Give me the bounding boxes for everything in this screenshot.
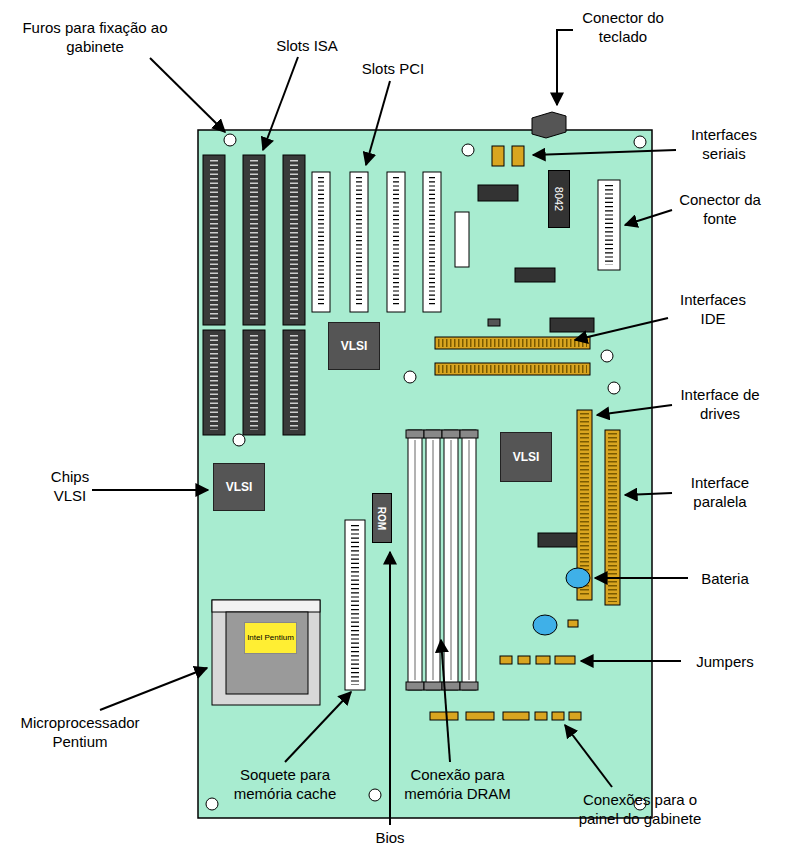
callout-label-box: Furos para fixação ao gabinete bbox=[20, 18, 170, 56]
callout-label: Conexão para memória DRAM bbox=[404, 766, 511, 802]
callout-label: Furos para fixação ao gabinete bbox=[22, 19, 167, 55]
chip: 8042 bbox=[548, 170, 570, 228]
chip: ROM bbox=[372, 493, 392, 543]
callout-label: Microprocessador Pentium bbox=[20, 714, 139, 750]
callout-label: Interface paralela bbox=[691, 474, 749, 510]
chip-text: 8042 bbox=[553, 187, 565, 211]
callout-label: Jumpers bbox=[696, 653, 754, 670]
callout-label: Interfaces seriais bbox=[691, 126, 757, 162]
callout-label-box: Interfaces IDE bbox=[668, 290, 758, 328]
chip: VLSI bbox=[328, 322, 380, 370]
callout-label-box: Jumpers bbox=[683, 652, 767, 671]
callout-label: Interfaces IDE bbox=[680, 291, 746, 327]
chip: VLSI bbox=[213, 463, 265, 511]
chip: VLSI bbox=[500, 432, 552, 482]
callout-label-box: Conexões para o painel do gabinete bbox=[565, 790, 715, 828]
callout-label: Conector da fonte bbox=[679, 191, 761, 227]
callout-label-box: Conexão para memória DRAM bbox=[395, 765, 520, 803]
callout-label-box: Microprocessador Pentium bbox=[5, 713, 155, 751]
callout-label: Chips VLSI bbox=[51, 468, 89, 504]
callout-label-box: Conector do teclado bbox=[578, 8, 668, 46]
callout-label-box: Interface de drives bbox=[675, 385, 765, 423]
callout-label: Soquete para memória cache bbox=[234, 766, 337, 802]
callout-label-box: Bateria bbox=[690, 569, 760, 588]
callout-label-box: Slots PCI bbox=[348, 59, 438, 78]
callout-label-box: Interface paralela bbox=[675, 473, 765, 511]
callout-label-box: Soquete para memória cache bbox=[225, 765, 345, 803]
chip-text: VLSI bbox=[513, 450, 540, 464]
callout-label: Bios bbox=[375, 829, 404, 846]
chip-text: VLSI bbox=[226, 480, 253, 494]
chip-text: Intel Pentium bbox=[247, 634, 294, 643]
callout-label-box: Conector da fonte bbox=[675, 190, 765, 228]
callout-label: Bateria bbox=[701, 570, 749, 587]
chip-text: ROM bbox=[377, 506, 388, 529]
callout-label: Slots PCI bbox=[362, 60, 425, 77]
chip-text: VLSI bbox=[341, 339, 368, 353]
callout-label-box: Slots ISA bbox=[262, 36, 352, 55]
callout-label: Interface de drives bbox=[680, 386, 759, 422]
callout-label: Conector do teclado bbox=[582, 9, 664, 45]
callout-label: Conexões para o painel do gabinete bbox=[579, 791, 702, 827]
cpu-label: Intel Pentium bbox=[244, 622, 297, 654]
callout-label-box: Chips VLSI bbox=[42, 467, 98, 505]
callout-label-box: Bios bbox=[365, 828, 415, 847]
callout-label: Slots ISA bbox=[276, 37, 338, 54]
callout-label-box: Interfaces seriais bbox=[678, 125, 770, 163]
